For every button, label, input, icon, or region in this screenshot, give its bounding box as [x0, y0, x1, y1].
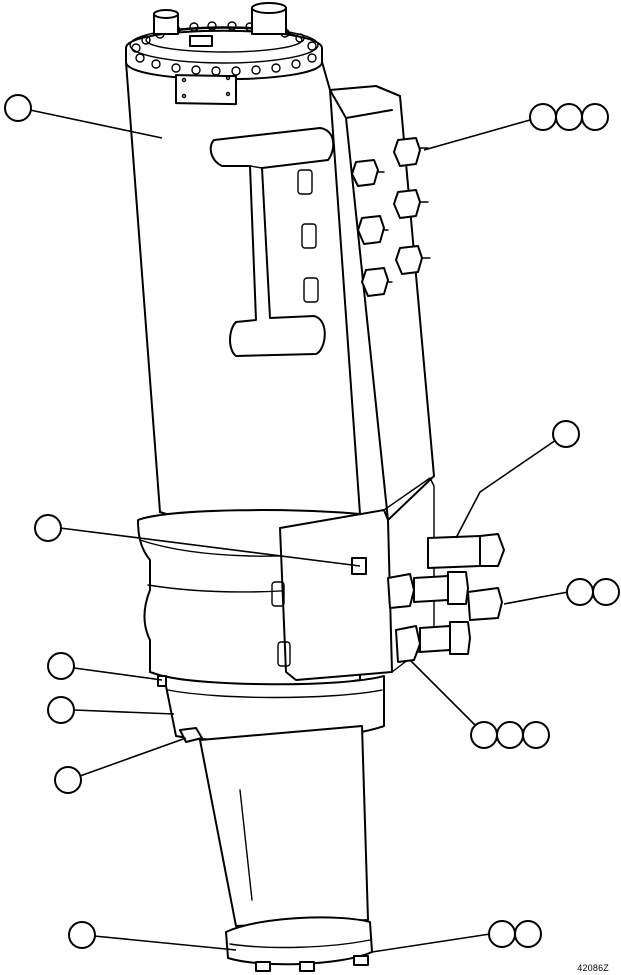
callout-2 — [529, 103, 609, 131]
callout-9 — [54, 766, 82, 794]
piston-rod — [199, 725, 369, 927]
callout-7 — [47, 696, 75, 724]
top-cover — [125, 2, 323, 81]
hydraulic-fittings — [387, 533, 505, 663]
callout-1 — [4, 94, 32, 122]
callout-11 — [488, 920, 542, 948]
callout-3 — [552, 420, 580, 448]
rod-end — [225, 916, 373, 972]
callout-5 — [566, 578, 620, 606]
lower-housing — [137, 477, 435, 688]
bracket-bolts — [351, 137, 423, 297]
figure-code: 42086Z — [577, 963, 609, 973]
leader-lines — [29, 109, 569, 953]
callout-6 — [47, 652, 75, 680]
callout-8 — [470, 721, 550, 749]
callout-4 — [34, 514, 62, 542]
callout-10 — [68, 921, 96, 949]
